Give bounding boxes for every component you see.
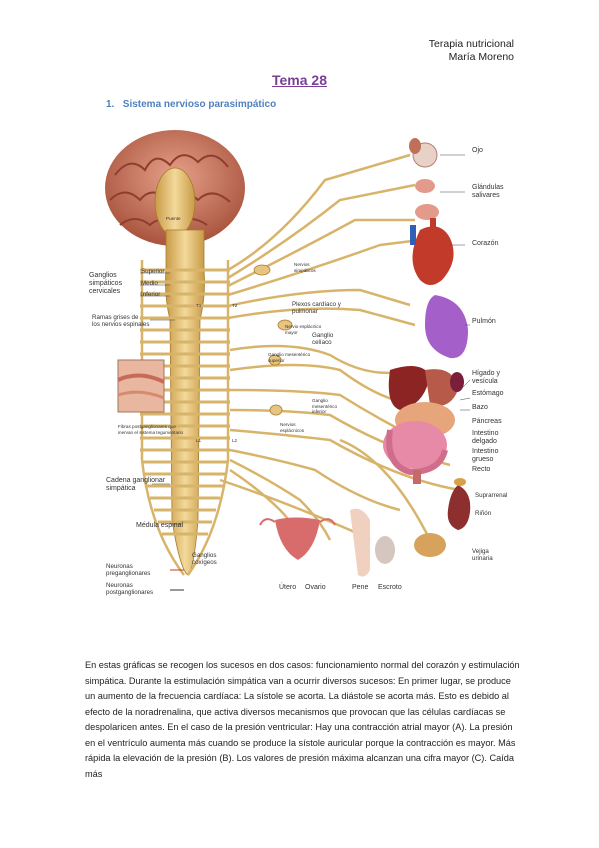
- label-vejiga: Vejiga urinaria: [472, 548, 493, 562]
- label-ganglio-celiaco: Ganglio celíaco: [312, 332, 334, 346]
- organ-nerves: [219, 153, 461, 542]
- label-ganglio-mes-inf: Ganglio mesentérico inferior: [312, 398, 338, 414]
- body-paragraph: En estas gráficas se recogen los sucesos…: [85, 658, 520, 782]
- spinal-nerves: [140, 268, 230, 536]
- reproductive-male: [350, 508, 395, 577]
- page-header: Terapia nutricional María Moreno: [429, 38, 514, 64]
- label-medula: Médula espinal: [136, 522, 184, 529]
- page-title: Tema 28: [272, 72, 327, 88]
- label-intestino-delgado: Intestino delgado: [472, 430, 499, 445]
- label-nervios-simpaticos: Nervios simpáticos: [294, 262, 316, 273]
- label-fibras: Fibras postganglionares que inervan el s…: [118, 424, 184, 435]
- section-number: 1.: [106, 99, 115, 110]
- label-pene: Pene: [352, 584, 369, 591]
- nervous-system-illustration: [105, 130, 471, 577]
- label-corazon: Corazón: [472, 240, 499, 247]
- skin-inset: [117, 359, 165, 413]
- label-pre: Neuronas preganglionares: [106, 563, 151, 577]
- kidney-organ: [447, 478, 471, 530]
- label-post: Neuronas postganglionares: [106, 582, 154, 596]
- legend-lines: [170, 569, 184, 591]
- eye-organ: [409, 138, 438, 168]
- course-name: Terapia nutricional: [428, 38, 514, 50]
- section-label: Sistema nervioso parasimpático: [122, 99, 277, 110]
- label-superior: Superior: [141, 268, 165, 275]
- label-intestino-grueso: Intestino grueso: [472, 448, 499, 463]
- label-ganglios-cervicales: Ganglios simpáticos cervicales: [89, 272, 123, 295]
- label-escroto: Escroto: [378, 584, 402, 591]
- anatomy-figure: Ojo Glándulas salivares Corazón Pulmón H…: [80, 120, 520, 605]
- label-utero: Útero: [279, 584, 297, 591]
- label-nervios-esplacnicos: Nervios esplácnicos: [280, 422, 305, 433]
- abdominal-organs: [383, 366, 464, 484]
- sympathetic-chain: [140, 260, 230, 576]
- label-t2: T2: [232, 303, 238, 308]
- ganglia: [253, 264, 293, 416]
- label-estomago: Estómago: [472, 390, 504, 397]
- label-puente: Puente: [166, 216, 181, 221]
- label-pulmon: Pulmón: [472, 318, 496, 325]
- label-cadena: Cadena ganglionar simpática: [106, 477, 166, 492]
- label-ovario: Ovario: [305, 584, 326, 591]
- label-pancreas: Páncreas: [472, 418, 502, 425]
- label-coxigeos: Ganglios coxígeos: [192, 552, 217, 566]
- label-recto: Recto: [472, 466, 491, 473]
- label-medio: Medio: [141, 280, 158, 287]
- uterus-organ: [259, 517, 336, 560]
- label-higado: Hígado y vesícula: [472, 370, 501, 385]
- body-paragraph-text: En estas gráficas se recogen los sucesos…: [85, 660, 520, 779]
- brain-illustration: [105, 130, 245, 246]
- label-l2: L2: [232, 438, 238, 443]
- section-heading: 1. Sistema nervioso parasimpático: [106, 99, 276, 110]
- bladder-organ: [414, 533, 446, 557]
- label-ramas-grises: Ramas grises de los nervios espinales: [92, 314, 150, 328]
- label-ojo: Ojo: [472, 147, 483, 154]
- author-name: María Moreno: [448, 51, 514, 63]
- label-suprarrenal: Suprarrenal: [475, 492, 508, 499]
- label-ganglio-mes-sup: Ganglio mesentérico superior: [268, 352, 311, 363]
- label-glandulas: Glándulas salivares: [472, 184, 504, 199]
- heart-organ: [410, 218, 454, 285]
- label-plexos: Plexos cardíaco y pulmonar: [292, 301, 341, 315]
- label-t1: T1: [196, 303, 202, 308]
- label-inferior: Inferior: [141, 291, 161, 298]
- salivary-glands: [415, 179, 439, 220]
- label-bazo: Bazo: [472, 404, 488, 411]
- label-l1: L1: [196, 438, 202, 443]
- label-nervio-esplacnico-mayor: Nervio esplácnico mayor: [285, 324, 322, 335]
- label-lines: [140, 154, 471, 525]
- lung-organ: [425, 295, 468, 359]
- label-rinon: Riñón: [475, 510, 492, 517]
